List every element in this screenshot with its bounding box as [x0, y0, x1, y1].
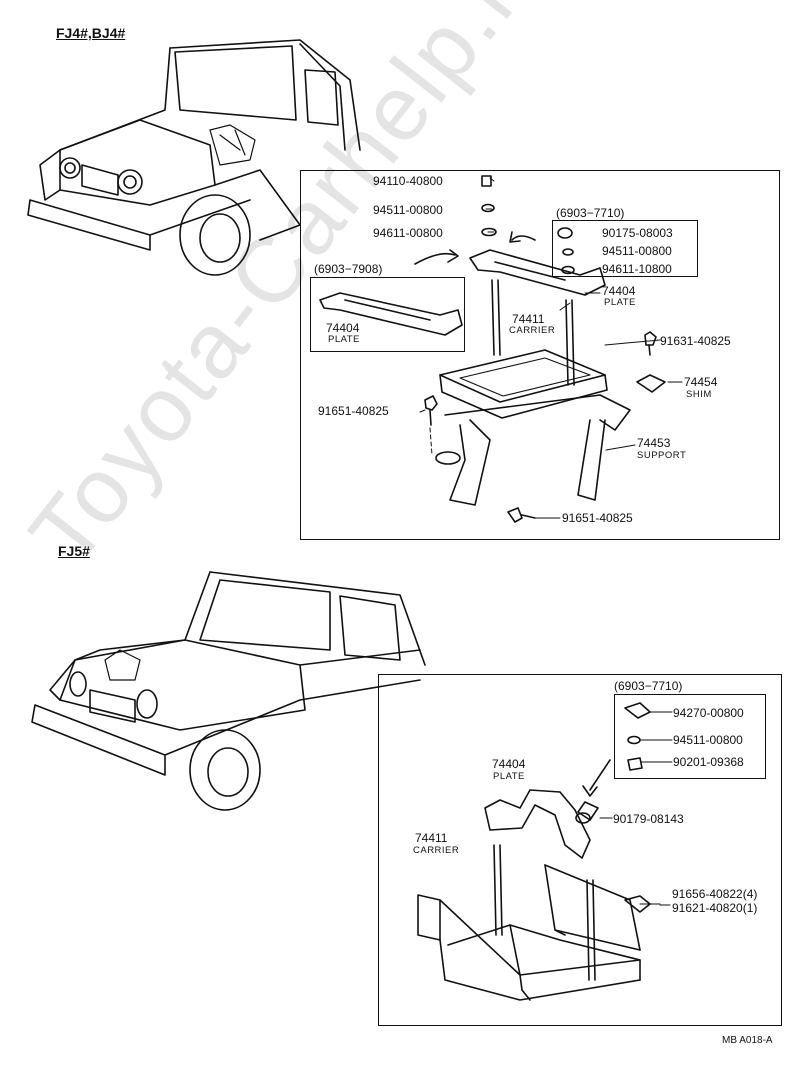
vehicle-fj4-illustration — [27, 39, 361, 276]
part-90175-08003: 90175-08003 — [602, 226, 673, 240]
section2-frame — [378, 674, 782, 1026]
part-94110-40800: 94110-40800 — [373, 174, 443, 188]
part-94511-00800-fj5: 94511-00800 — [673, 733, 743, 747]
part-74404-plate-label: PLATE — [604, 297, 636, 308]
part-91621-40820: 91621-40820(1) — [672, 901, 758, 915]
section2-variant-box — [614, 694, 766, 779]
fj5-exploded-view — [417, 702, 673, 1001]
section2-variant: (6903−7710) — [614, 679, 683, 693]
part-74411-carrier-fj5: 74411 — [415, 831, 448, 845]
part-91656-40822: 91656-40822(4) — [672, 887, 758, 901]
vehicle-fj5-illustration — [31, 571, 426, 811]
footer-code: MB A018-A — [722, 1035, 773, 1046]
part-91651-40825: 91651-40825 — [318, 404, 389, 418]
part-90201-09368: 90201-09368 — [673, 755, 744, 769]
section1-variant-alt: (6903−7908) — [314, 262, 383, 276]
part-74454-shim: 74454 — [684, 375, 718, 389]
part-74404-plate-fj5: 74404 — [492, 757, 526, 771]
part-74453-support-label: SUPPORT — [637, 450, 687, 461]
part-94611-10800: 94611-10800 — [602, 262, 672, 276]
part-74453-support: 74453 — [637, 436, 671, 450]
part-94611-00800: 94611-00800 — [373, 226, 443, 240]
section2-title: FJ5# — [58, 543, 90, 559]
part-94270-00800: 94270-00800 — [673, 706, 744, 720]
part-91651-40825-b: 91651-40825 — [562, 511, 633, 525]
section1-alt-plate-box — [310, 277, 465, 352]
fj4-exploded-view — [319, 175, 683, 523]
part-74404-alt-plate: 74404 — [326, 321, 360, 335]
part-90179-08143: 90179-08143 — [613, 812, 684, 826]
part-94511-00800: 94511-00800 — [373, 203, 443, 217]
part-94511-00800-b: 94511-00800 — [602, 244, 672, 258]
part-74404-plate: 74404 — [602, 284, 636, 298]
part-74404-alt-plate-label: PLATE — [328, 334, 360, 345]
part-91631-40825: 91631-40825 — [660, 334, 731, 348]
part-74411-carrier-label: CARRIER — [509, 325, 556, 336]
section1-title: FJ4#,BJ4# — [56, 25, 126, 41]
part-74454-shim-label: SHIM — [686, 389, 712, 400]
section1-variant-main: (6903−7710) — [556, 206, 625, 220]
section1-frame — [300, 170, 780, 540]
section1-variant-box — [552, 220, 698, 277]
part-74411-carrier-fj5-label: CARRIER — [413, 845, 460, 856]
part-74404-plate-fj5-label: PLATE — [493, 771, 525, 782]
part-74411-carrier: 74411 — [512, 312, 545, 326]
